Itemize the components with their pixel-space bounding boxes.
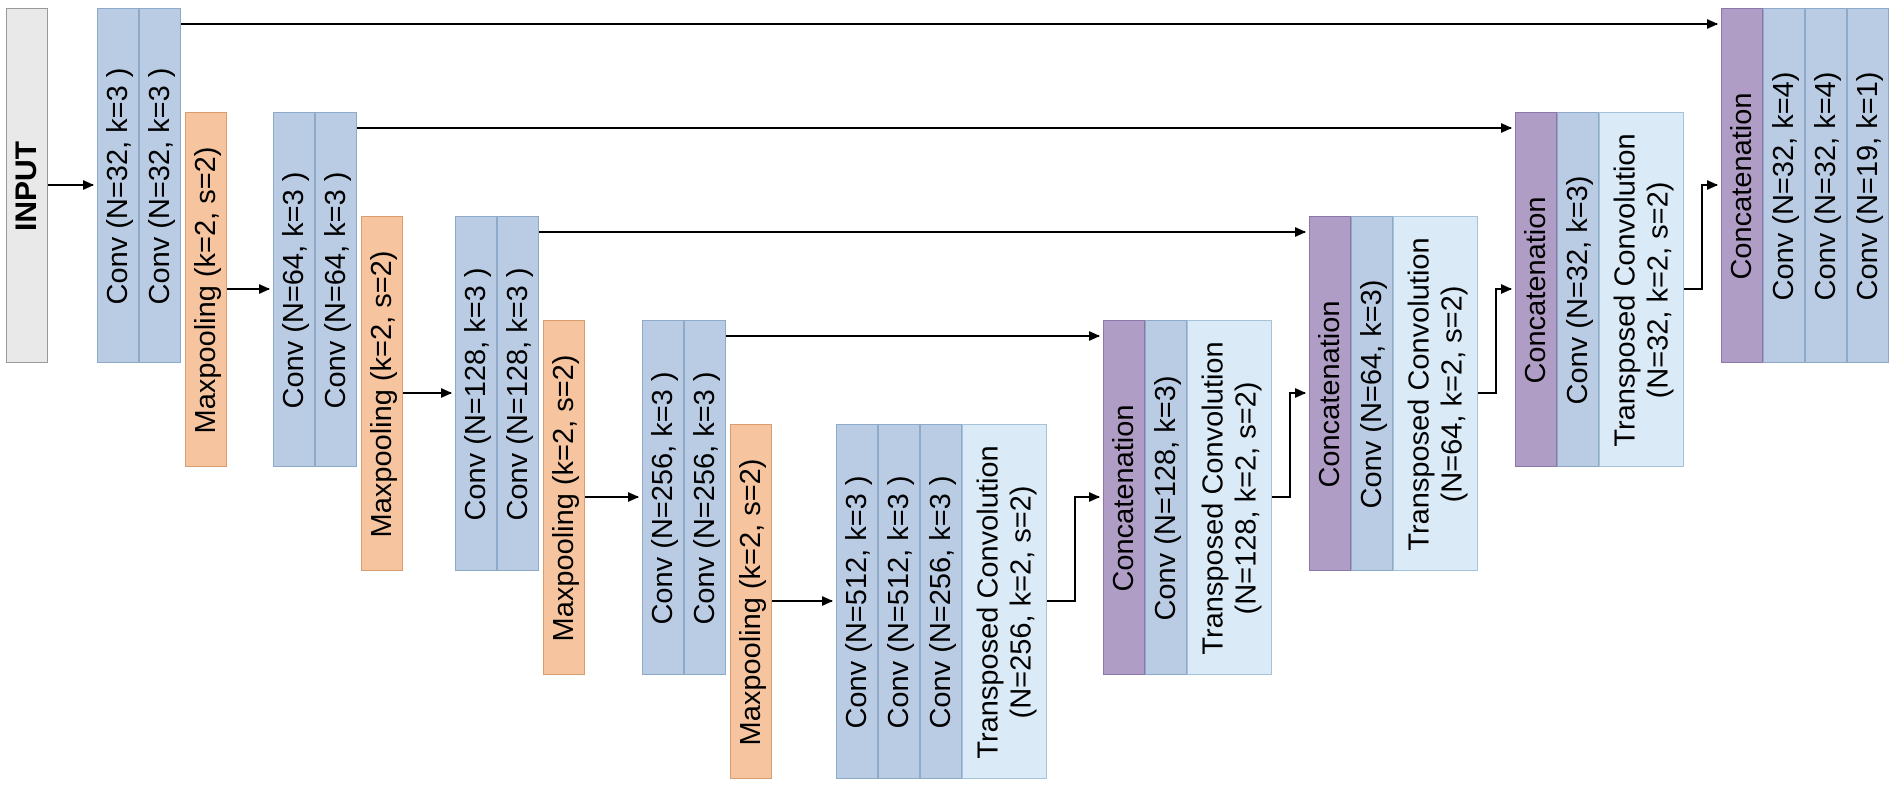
output-conv3-block: Conv (N=19, k=1): [1847, 8, 1889, 363]
transposed-conv-line1: Transposed Convolution: [1197, 340, 1230, 655]
encoder3-conv2-label: Conv (N=128, k=3 ): [501, 266, 534, 521]
decoder3-concat-block: Concatenation: [1515, 112, 1557, 467]
decoder3-conv-label: Conv (N=32, k=3): [1561, 175, 1594, 404]
bottleneck-conv3-label: Conv (N=256, k=3 ): [924, 474, 957, 729]
bottleneck-conv1-block: Conv (N=512, k=3 ): [836, 424, 878, 779]
encoder2-conv1-block: Conv (N=64, k=3 ): [273, 112, 315, 467]
encoder2-conv1-label: Conv (N=64, k=3 ): [277, 171, 310, 408]
decoder2-concat-label: Concatenation: [1313, 299, 1346, 488]
bottleneck-conv3-block: Conv (N=256, k=3 ): [920, 424, 962, 779]
decoder3-transposed-conv-block: Transposed Convolution (N=32, k=2, s=2): [1599, 112, 1684, 467]
encoder1-maxpool-label: Maxpooling (k=2, s=2): [189, 146, 222, 433]
decoder2-to-decoder3-arrow: [1478, 284, 1512, 394]
decoder3-concat-label: Concatenation: [1519, 195, 1552, 384]
decoder1-transposed-conv-block: Transposed Convolution (N=128, k=2, s=2): [1187, 320, 1272, 675]
bottleneck-transposed-conv-label: Transposed Convolution (N=256, k=2, s=2): [962, 424, 1047, 779]
encoder4-conv1-block: Conv (N=256, k=3 ): [642, 320, 684, 675]
transposed-conv-line2: (N=128, k=2, s=2): [1229, 381, 1262, 614]
transposed-conv-line1: Transposed Convolution: [1609, 132, 1642, 447]
decoder3-transposed-conv-label: Transposed Convolution (N=32, k=2, s=2): [1599, 112, 1684, 467]
bottleneck-conv1-label: Conv (N=512, k=3 ): [840, 474, 873, 729]
decoder1-conv-block: Conv (N=128, k=3): [1145, 320, 1187, 675]
transposed-conv-line1: Transposed Convolution: [972, 444, 1005, 759]
decoder3-to-output-arrow: [1684, 180, 1718, 290]
output-conv1-label: Conv (N=32, k=4): [1767, 71, 1800, 300]
encoder3-maxpool-block: Maxpooling (k=2, s=2): [543, 320, 585, 675]
output-conv2-label: Conv (N=32, k=4): [1809, 71, 1842, 300]
encoder4-maxpool-label: Maxpooling (k=2, s=2): [734, 458, 767, 745]
encoder1-conv2-label: Conv (N=32, k=3 ): [143, 67, 176, 304]
encoder2-conv2-label: Conv (N=64, k=3 ): [319, 171, 352, 408]
decoder1-to-decoder2-arrow: [1272, 388, 1306, 498]
encoder2-maxpool-block: Maxpooling (k=2, s=2): [361, 216, 403, 571]
encoder4-conv2-label: Conv (N=256, k=3 ): [688, 370, 721, 625]
transposed-conv-line1: Transposed Convolution: [1403, 236, 1436, 551]
decoder2-transposed-conv-label: Transposed Convolution (N=64, k=2, s=2): [1393, 216, 1478, 571]
output-concat-label: Concatenation: [1725, 91, 1758, 280]
decoder3-conv-block: Conv (N=32, k=3): [1557, 112, 1599, 467]
bottleneck-conv2-label: Conv (N=512, k=3 ): [882, 474, 915, 729]
output-conv2-block: Conv (N=32, k=4): [1805, 8, 1847, 363]
input-label: INPUT: [10, 140, 44, 231]
transposed-conv-line2: (N=32, k=2, s=2): [1641, 181, 1674, 398]
transposed-conv-line2: (N=256, k=2, s=2): [1004, 485, 1037, 718]
encoder4-conv1-label: Conv (N=256, k=3 ): [646, 370, 679, 625]
encoder4-conv2-block: Conv (N=256, k=3 ): [684, 320, 726, 675]
encoder3-conv1-label: Conv (N=128, k=3 ): [459, 266, 492, 521]
output-concat-block: Concatenation: [1721, 8, 1763, 363]
decoder2-conv-block: Conv (N=64, k=3): [1351, 216, 1393, 571]
transposed-conv-line2: (N=64, k=2, s=2): [1435, 285, 1468, 502]
encoder1-conv2-block: Conv (N=32, k=3 ): [139, 8, 181, 363]
encoder2-maxpool-label: Maxpooling (k=2, s=2): [365, 250, 398, 537]
bottleneck-transposed-conv-block: Transposed Convolution (N=256, k=2, s=2): [962, 424, 1047, 779]
decoder1-concat-label: Concatenation: [1107, 403, 1140, 592]
encoder1-maxpool-block: Maxpooling (k=2, s=2): [185, 112, 227, 467]
encoder3-conv1-block: Conv (N=128, k=3 ): [455, 216, 497, 571]
decoder2-concat-block: Concatenation: [1309, 216, 1351, 571]
encoder1-conv1-block: Conv (N=32, k=3 ): [97, 8, 139, 363]
encoder3-maxpool-label: Maxpooling (k=2, s=2): [547, 354, 580, 641]
encoder2-conv2-block: Conv (N=64, k=3 ): [315, 112, 357, 467]
encoder1-conv1-label: Conv (N=32, k=3 ): [101, 67, 134, 304]
decoder2-transposed-conv-block: Transposed Convolution (N=64, k=2, s=2): [1393, 216, 1478, 571]
encoder3-conv2-block: Conv (N=128, k=3 ): [497, 216, 539, 571]
decoder1-conv-label: Conv (N=128, k=3): [1149, 375, 1182, 621]
output-conv3-label: Conv (N=19, k=1): [1851, 71, 1884, 300]
input-block: INPUT: [6, 8, 48, 363]
encoder4-maxpool-block: Maxpooling (k=2, s=2): [730, 424, 772, 779]
output-conv1-block: Conv (N=32, k=4): [1763, 8, 1805, 363]
decoder1-transposed-conv-label: Transposed Convolution (N=128, k=2, s=2): [1187, 320, 1272, 675]
decoder2-conv-label: Conv (N=64, k=3): [1355, 279, 1388, 508]
bottleneck-conv2-block: Conv (N=512, k=3 ): [878, 424, 920, 779]
decoder1-concat-block: Concatenation: [1103, 320, 1145, 675]
bottleneck-to-decoder1-arrow: [1047, 492, 1100, 602]
